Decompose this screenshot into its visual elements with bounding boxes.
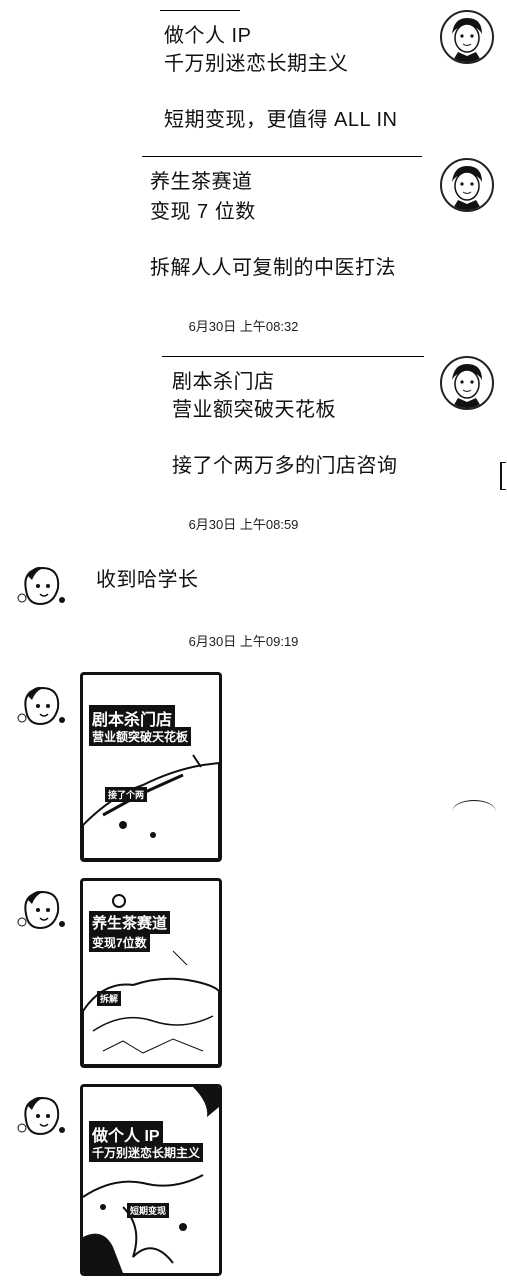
avatar[interactable] <box>14 560 70 610</box>
image-thumbnail[interactable]: 养生茶赛道 变现7位数 拆解 <box>80 878 222 1068</box>
message-text: 接了个两万多的门店咨询 <box>172 455 398 477</box>
avatar[interactable] <box>14 1090 70 1140</box>
scroll-indicator[interactable] <box>452 800 496 823</box>
message-text: 做个人 IP <box>164 25 252 47</box>
thumbnail-subtitle: 营业额突破天花板 <box>89 727 192 746</box>
timestamp: 6月30日 上午08:32 <box>188 319 299 334</box>
avatar[interactable] <box>14 884 70 934</box>
bubble-edge <box>162 356 424 357</box>
thumbnail-subtitle: 千万别迷恋长期主义 <box>89 1143 204 1162</box>
image-thumbnail[interactable]: 剧本杀门店 营业额突破天花板 接了个两 <box>80 672 222 862</box>
cartoon-character-icon <box>17 1096 65 1136</box>
avatar[interactable] <box>440 356 494 410</box>
avatar[interactable] <box>14 680 70 730</box>
message-text: 剧本杀门店 <box>172 371 275 393</box>
bubble-edge <box>142 156 422 157</box>
thumbnail-caption: 接了个两 <box>105 787 148 802</box>
avatar[interactable] <box>440 158 494 212</box>
thumbnail-title: 养生茶赛道 <box>89 911 171 934</box>
scroll-handle[interactable] <box>500 462 506 490</box>
message-text: 收到哈学长 <box>96 569 199 591</box>
avatar[interactable] <box>440 10 494 64</box>
thumbnail-subtitle: 变现7位数 <box>89 933 150 952</box>
message-text: 短期变现，更值得 ALL IN <box>164 109 398 131</box>
cartoon-man-icon <box>452 166 482 210</box>
thumbnail-caption: 拆解 <box>97 991 122 1006</box>
message-text: 千万别迷恋长期主义 <box>164 53 349 75</box>
cartoon-man-icon <box>452 18 482 62</box>
bubble-edge <box>160 10 240 11</box>
thumbnail-picture <box>83 1087 219 1273</box>
message-bubble-right[interactable]: 剧本杀门店 营业额突破天花板 接了个两万多的门店咨询 <box>158 360 426 490</box>
message-text: 拆解人人可复制的中医打法 <box>150 257 396 279</box>
message-text: 营业额突破天花板 <box>172 399 336 421</box>
cartoon-character-icon <box>17 566 65 606</box>
message-text: 变现 7 位数 <box>150 201 256 223</box>
timestamp: 6月30日 上午09:19 <box>188 634 299 649</box>
thumbnail-picture <box>83 754 219 859</box>
thumbnail-caption: 短期变现 <box>127 1203 170 1218</box>
thumbnail-picture <box>83 894 219 1065</box>
cartoon-character-icon <box>17 686 65 726</box>
image-thumbnail[interactable]: 做个人 IP 千万别迷恋长期主义 短期变现 <box>80 1084 222 1276</box>
thumbnail-title: 做个人 IP <box>89 1121 163 1147</box>
thumbnail-title: 剧本杀门店 <box>89 705 176 731</box>
cartoon-man-icon <box>452 364 482 408</box>
cartoon-character-icon <box>17 890 65 930</box>
timestamp: 6月30日 上午08:59 <box>188 517 299 532</box>
message-bubble-right[interactable]: 养生茶赛道 变现 7 位数 拆解人人可复制的中医打法 <box>136 160 426 292</box>
message-bubble-left[interactable]: 收到哈学长 <box>84 562 234 602</box>
message-text: 养生茶赛道 <box>150 171 253 193</box>
message-bubble-right[interactable]: 做个人 IP 千万别迷恋长期主义 短期变现，更值得 ALL IN <box>150 14 422 140</box>
